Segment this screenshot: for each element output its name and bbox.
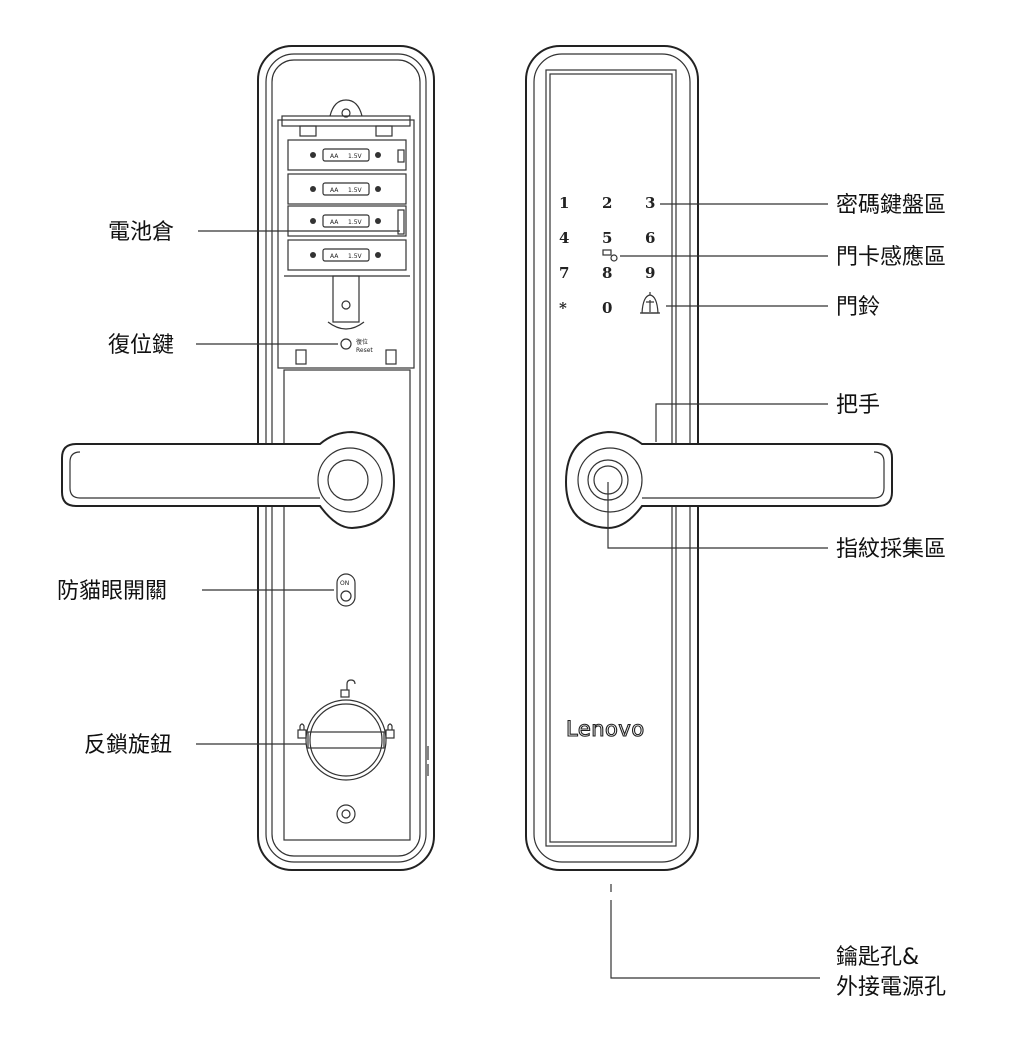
inner-handle[interactable] (61, 430, 396, 530)
label-battery-compartment: 電池倉 (108, 220, 174, 245)
key-1[interactable]: 1 (559, 194, 569, 212)
key-6[interactable]: 6 (645, 229, 655, 247)
battery-voltage-label: 1.5V (348, 153, 363, 160)
key-2[interactable]: 2 (602, 194, 612, 212)
battery-slot-1: AA 1.5V (287, 139, 407, 171)
outer-handle[interactable] (564, 430, 893, 530)
lock-icon-right (385, 723, 395, 739)
key-9[interactable]: 9 (645, 264, 655, 282)
anti-peephole-switch[interactable]: ON (336, 573, 356, 607)
key-5[interactable]: 5 (602, 229, 612, 247)
reset-marking-cn: 復位 (356, 338, 368, 346)
battery-voltage-label: 1.5V (348, 219, 363, 226)
screw-icon (336, 804, 356, 824)
label-handle: 把手 (836, 393, 880, 418)
key-star[interactable]: * (559, 299, 567, 317)
battery-type-label: AA (330, 187, 339, 194)
label-doorbell: 門鈴 (836, 295, 880, 320)
key-3[interactable]: 3 (645, 194, 655, 212)
lenovo-logo: Lenovo (566, 717, 645, 741)
label-fingerprint: 指紋採集區 (836, 537, 946, 562)
battery-voltage-label: 1.5V (348, 253, 363, 260)
keypad: 1 2 3 4 5 6 7 8 9 * 0 (559, 194, 660, 317)
battery-slot-3: AA 1.5V (287, 205, 407, 237)
battery-type-label: AA (330, 253, 339, 260)
label-card-reader: 門卡感應區 (836, 244, 946, 270)
battery-slot-2: AA 1.5V (287, 173, 407, 205)
battery-slot-4: AA 1.5V (287, 239, 407, 271)
label-deadbolt-knob: 反鎖旋鈕 (84, 733, 172, 758)
label-keypad: 密碼鍵盤區 (836, 193, 946, 218)
labels: 電池倉 復位鍵 防貓眼開關 反鎖旋鈕 密碼鍵盤區 門卡感應區 門鈴 把手 指紋採… (57, 193, 946, 1000)
outer-lock-unit: 1 2 3 4 5 6 7 8 9 * 0 (525, 45, 893, 892)
key-7[interactable]: 7 (559, 264, 569, 282)
battery-voltage-label: 1.5V (348, 187, 363, 194)
lock-icon-left (297, 723, 307, 739)
bell-icon[interactable] (640, 292, 660, 314)
reset-button[interactable]: 復位 Reset (340, 338, 373, 354)
label-keyhole-line1: 鑰匙孔& (836, 945, 919, 970)
label-reset-button: 復位鍵 (108, 333, 174, 358)
card-reader-icon (602, 249, 618, 262)
label-anti-peephole-switch: 防貓眼開關 (57, 579, 167, 604)
key-4[interactable]: 4 (559, 229, 569, 247)
leader-lines (196, 203, 828, 979)
battery-type-label: AA (330, 219, 339, 226)
label-keyhole-line2: 外接電源孔 (836, 975, 946, 1000)
battery-compartment: AA 1.5V AA 1.5V AA 1.5V (277, 99, 415, 369)
battery-type-label: AA (330, 153, 339, 160)
key-8[interactable]: 8 (602, 264, 612, 282)
unlock-icon (340, 679, 356, 698)
peephole-on-marking: ON (340, 580, 349, 587)
inner-lock-unit: AA 1.5V AA 1.5V AA 1.5V (61, 45, 435, 871)
deadbolt-knob[interactable] (297, 679, 395, 781)
reset-marking-en: Reset (356, 347, 373, 354)
key-0[interactable]: 0 (602, 299, 612, 317)
